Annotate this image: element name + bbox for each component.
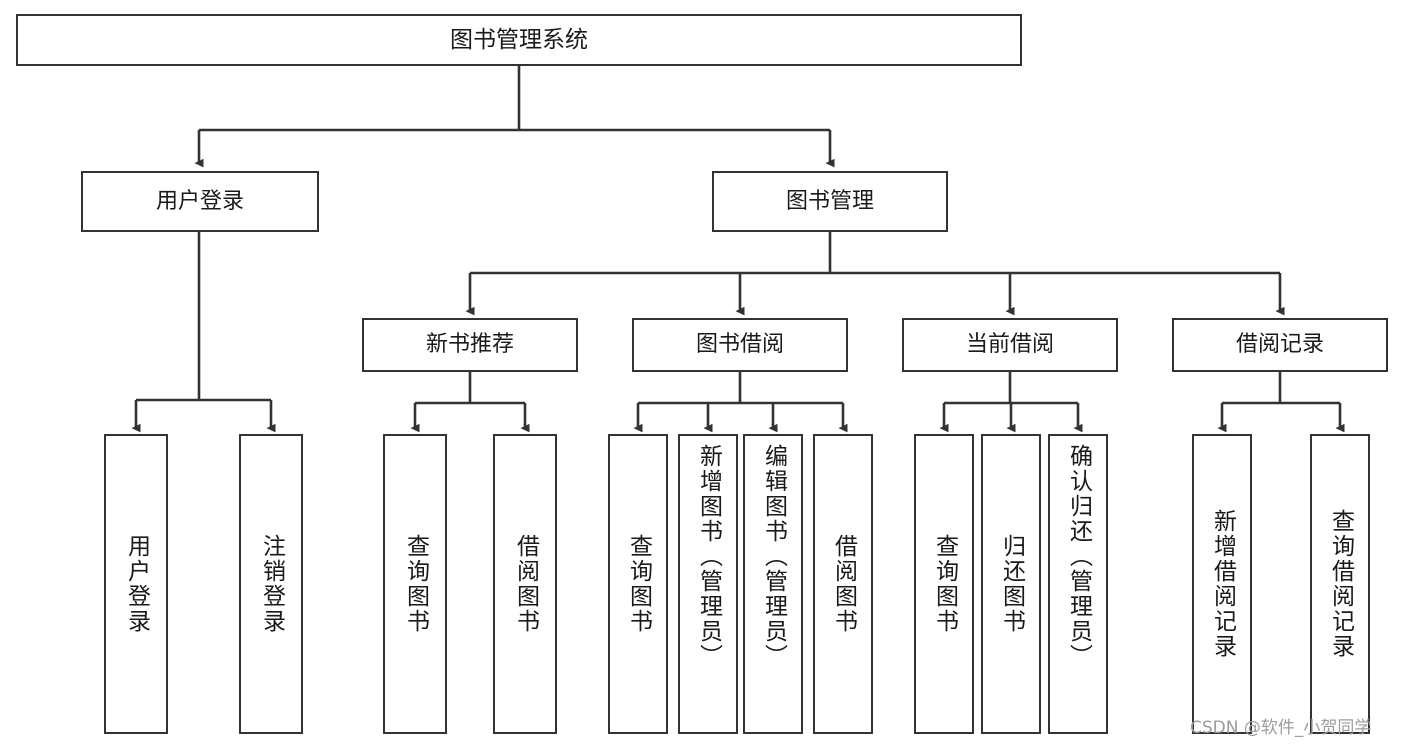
node-label: 编辑图书（管理员）: [760, 444, 787, 669]
leaf-add-book-admin[interactable]: 新增图书（管理员）: [678, 434, 738, 734]
node-label: 新增借阅记录: [1209, 509, 1236, 659]
node-label: 借阅图书: [512, 534, 539, 634]
node-label: 用户登录: [155, 188, 244, 214]
leaf-borrow-book-borrow[interactable]: 借阅图书: [813, 434, 873, 734]
leaf-logout[interactable]: 注销登录: [239, 434, 303, 734]
node-label: 新增图书（管理员）: [695, 444, 722, 669]
leaf-add-borrow-record[interactable]: 新增借阅记录: [1192, 434, 1252, 734]
node-label: 查询图书: [402, 534, 429, 634]
node-new-book-recommend[interactable]: 新书推荐: [362, 318, 578, 372]
node-label: 归还图书: [998, 534, 1025, 634]
leaf-query-book-current[interactable]: 查询图书: [914, 434, 974, 734]
leaf-confirm-return-admin[interactable]: 确认归还（管理员）: [1048, 434, 1108, 734]
node-label: 注销登录: [258, 534, 285, 634]
node-book-borrow[interactable]: 图书借阅: [632, 318, 848, 372]
node-current-borrow[interactable]: 当前借阅: [902, 318, 1118, 372]
node-label: 图书借阅: [695, 332, 784, 358]
leaf-query-borrow-record[interactable]: 查询借阅记录: [1310, 434, 1370, 734]
node-label: 当前借阅: [965, 332, 1054, 358]
node-label: 用户登录: [123, 534, 150, 634]
node-label: 新书推荐: [425, 332, 514, 358]
node-label: 借阅记录: [1235, 332, 1324, 358]
node-root-book-management-system[interactable]: 图书管理系统: [16, 14, 1022, 66]
node-label: 借阅图书: [830, 534, 857, 634]
csdn-watermark: CSDN @软件_小贺同学: [1190, 718, 1372, 738]
leaf-query-book-borrow[interactable]: 查询图书: [608, 434, 668, 734]
node-user-login[interactable]: 用户登录: [81, 171, 319, 232]
leaf-borrow-book-recommend[interactable]: 借阅图书: [493, 434, 557, 734]
node-label: 查询图书: [625, 534, 652, 634]
node-label: 查询借阅记录: [1327, 509, 1354, 659]
node-label: 图书管理: [785, 188, 874, 214]
leaf-edit-book-admin[interactable]: 编辑图书（管理员）: [743, 434, 803, 734]
leaf-user-login[interactable]: 用户登录: [104, 434, 168, 734]
leaf-query-book-recommend[interactable]: 查询图书: [383, 434, 447, 734]
node-label: 图书管理系统: [450, 26, 588, 53]
leaf-return-book[interactable]: 归还图书: [981, 434, 1041, 734]
node-label: 确认归还（管理员）: [1065, 444, 1092, 669]
node-borrow-record[interactable]: 借阅记录: [1172, 318, 1388, 372]
node-book-management[interactable]: 图书管理: [712, 171, 948, 232]
node-label: 查询图书: [931, 534, 958, 634]
